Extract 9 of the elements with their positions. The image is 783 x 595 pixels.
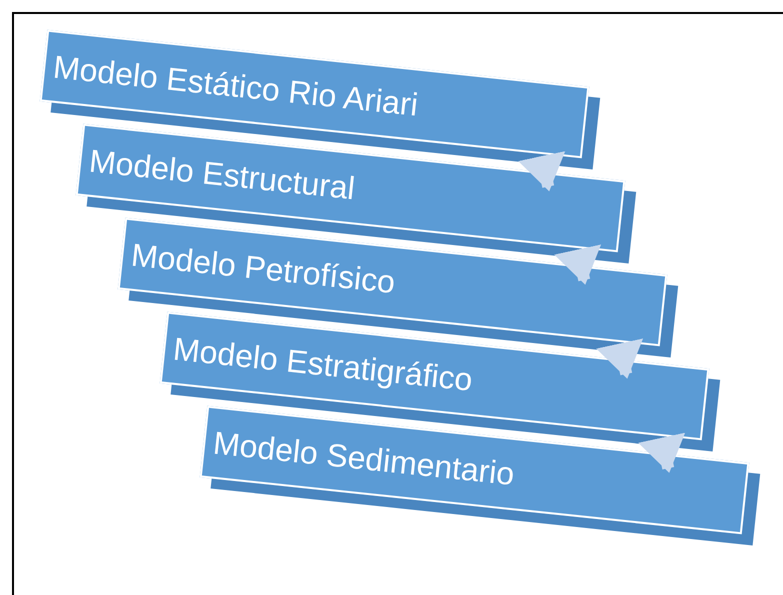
step-label: Modelo Petrofísico [130, 238, 397, 298]
arrow [518, 151, 566, 192]
step-label: Modelo Estático Rio Ariari [52, 50, 420, 121]
arrow [554, 244, 602, 285]
step-label: Modelo Sedimentario [212, 426, 516, 490]
arrow [596, 338, 644, 379]
arrow [638, 432, 686, 473]
step-label: Modelo Estratigráfico [172, 332, 474, 396]
step-label: Modelo Estructural [88, 144, 356, 204]
